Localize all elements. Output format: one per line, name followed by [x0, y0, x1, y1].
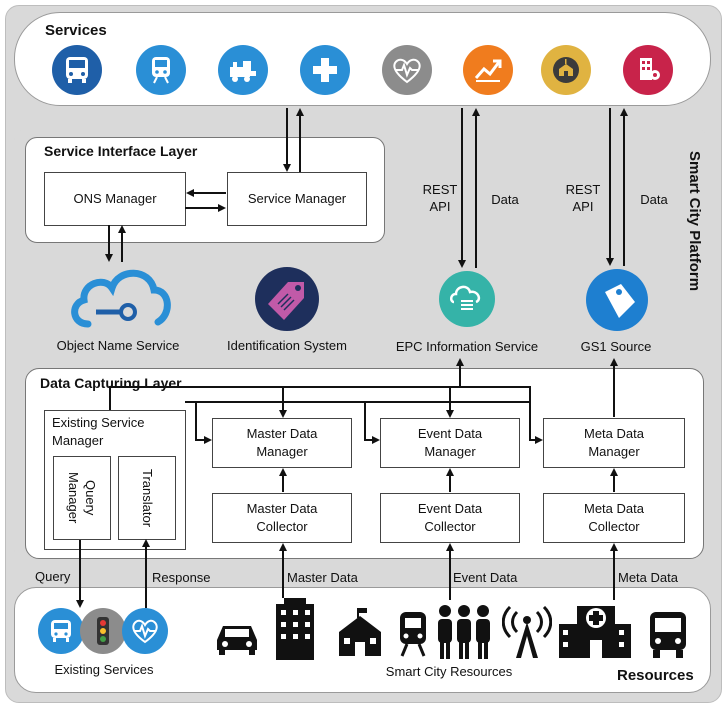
event-data-collector-box[interactable]: Event Data Collector — [380, 493, 520, 543]
data-label-2: Data — [640, 192, 668, 207]
master-data-collector-box[interactable]: Master Data Collector — [212, 493, 352, 543]
service-interface-layer-title: Service Interface Layer — [44, 143, 198, 159]
school-building-icon — [333, 608, 387, 663]
identification-system-label: Identification System — [227, 338, 347, 353]
school-icon[interactable] — [541, 45, 591, 95]
medical-cross-icon[interactable] — [300, 45, 350, 95]
platform-label: Smart City Platform — [686, 150, 703, 292]
train-resource-icon — [396, 610, 430, 663]
bus-line-upper — [109, 386, 531, 417]
rest-api-text-2: REST API — [565, 182, 601, 214]
meta-data-collector-box[interactable]: Meta Data Collector — [543, 493, 685, 543]
query-label: Query — [35, 569, 71, 584]
service-manager-box[interactable]: Service Manager — [227, 172, 367, 226]
existing-service-manager-label: Existing Service Manager — [52, 415, 145, 448]
city-location-icon[interactable] — [623, 45, 673, 95]
data-label-1: Data — [491, 192, 519, 207]
master-data-manager-box[interactable]: Master Data Manager — [212, 418, 352, 468]
gs1-source-label: GS1 Source — [580, 339, 652, 354]
object-name-service-label: Object Name Service — [56, 338, 180, 353]
resources-title: Resources — [617, 667, 694, 684]
office-building-icon — [266, 598, 324, 665]
existing-bus-icon — [38, 608, 84, 654]
ons-manager-box[interactable]: ONS Manager — [44, 172, 186, 226]
people-icon — [433, 604, 495, 665]
object-name-service-icon — [66, 262, 176, 337]
services-panel — [14, 12, 711, 106]
rest-api-label-1: REST API — [420, 181, 460, 215]
bus-icon[interactable] — [52, 45, 102, 95]
health-monitor-icon — [122, 608, 168, 654]
bus-line-lower — [185, 401, 212, 444]
growth-chart-icon[interactable] — [463, 45, 513, 95]
rest-api-text-1: REST API — [422, 182, 458, 214]
bus-resource-icon — [646, 610, 690, 665]
gs1-tag-icon — [585, 268, 649, 337]
meta-data-manager-box[interactable]: Meta Data Manager — [543, 418, 685, 468]
existing-services-label: Existing Services — [54, 662, 154, 677]
query-manager-box[interactable]: Query Manager — [53, 456, 111, 540]
radio-tower-icon — [501, 605, 553, 663]
rest-api-label-2: REST API — [563, 181, 603, 215]
query-manager-label: Query Manager — [66, 472, 98, 524]
master-data-flow-label: Master Data — [287, 570, 358, 585]
epc-information-service-label: EPC Information Service — [395, 339, 539, 354]
translator-label: Translator — [140, 468, 155, 528]
event-data-flow-label: Event Data — [453, 570, 518, 585]
train-icon[interactable] — [136, 45, 186, 95]
response-label: Response — [152, 570, 211, 585]
car-icon — [213, 616, 261, 661]
event-data-manager-box[interactable]: Event Data Manager — [380, 418, 520, 468]
epc-cloud-icon — [438, 270, 496, 333]
heartbeat-icon[interactable] — [382, 45, 432, 95]
meta-data-flow-label: Meta Data — [618, 570, 678, 585]
identification-tag-icon — [254, 266, 320, 337]
steam-train-icon[interactable] — [218, 45, 268, 95]
services-title: Services — [45, 22, 107, 39]
hospital-icon — [557, 600, 633, 663]
traffic-light-icon — [80, 608, 126, 654]
smart-city-resources-label: Smart City Resources — [385, 664, 513, 679]
translator-box[interactable]: Translator — [118, 456, 176, 540]
